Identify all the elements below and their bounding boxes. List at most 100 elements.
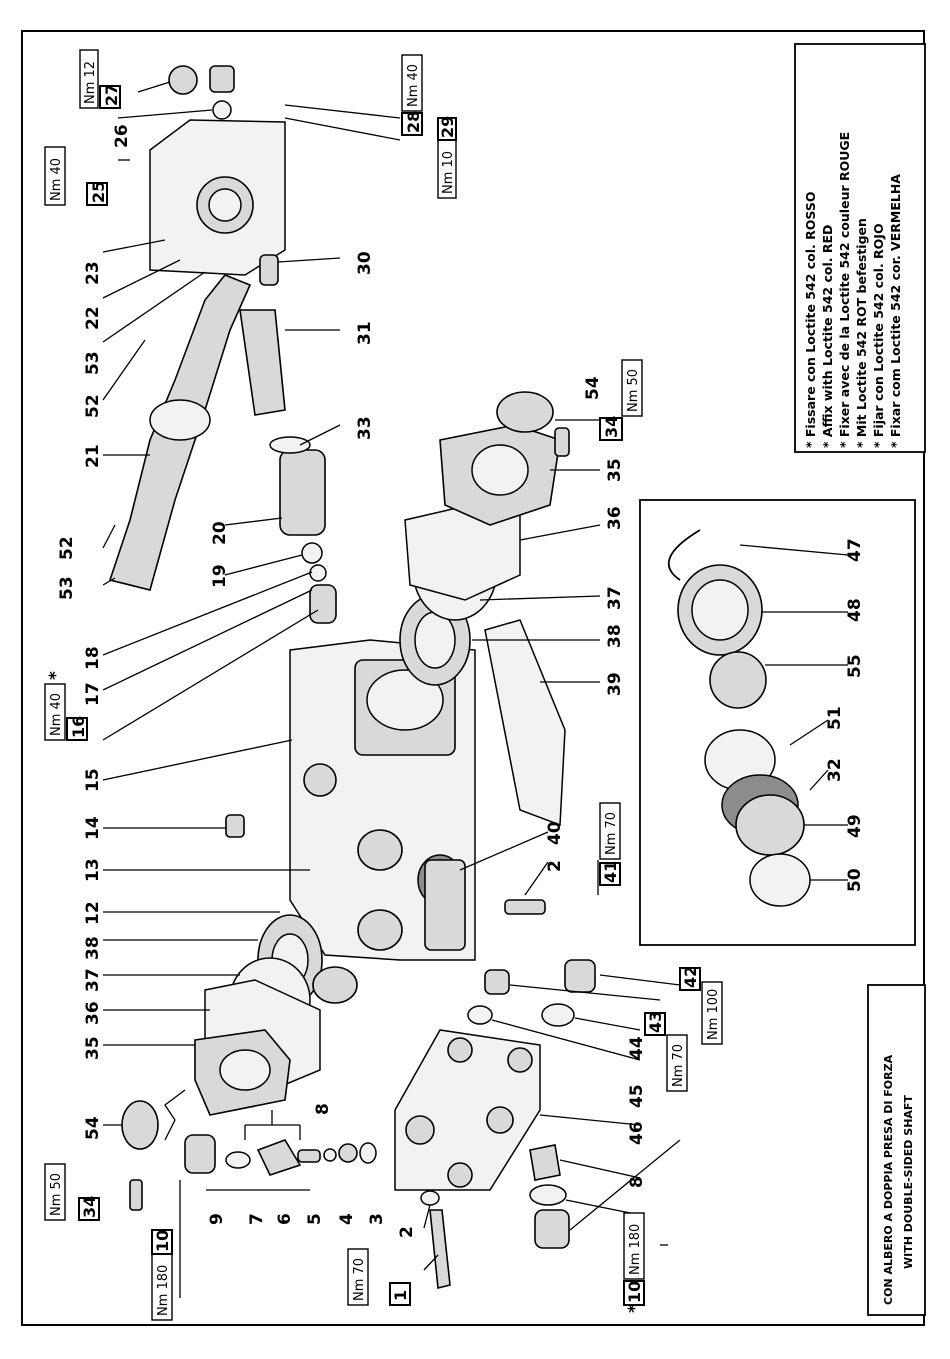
label-30: 30 <box>355 251 375 275</box>
torque-42: Nm 100 <box>706 989 721 1040</box>
bolt-41-part <box>504 899 546 915</box>
housing-bore <box>366 669 444 731</box>
part-box-16: 16 <box>69 716 88 738</box>
stud-1-part <box>429 1209 451 1290</box>
callout-34-left: Nm 50 34 <box>44 1163 100 1221</box>
caption-box: CON ALBERO A DOPPIA PRESA DI FORZA WITH … <box>867 984 926 1316</box>
crank-throw <box>149 399 211 441</box>
ring-19-part <box>301 542 323 564</box>
torque-34-left: Nm 50 <box>49 1173 64 1216</box>
torque-25: Nm 40 <box>49 158 64 201</box>
note-line-6: * Fixar com Loctite 542 cor. VERMELHA <box>888 174 903 448</box>
label-33: 33 <box>355 416 375 440</box>
torque-28: Nm 40 <box>406 64 421 107</box>
note-line-1: * Fissare con Loctite 542 col. ROSSO <box>803 192 818 448</box>
torque-29: Nm 10 <box>441 151 456 194</box>
oring-9-left-part <box>225 1151 251 1169</box>
flange-35-right-bore <box>471 444 529 496</box>
torque-27: Nm 12 <box>83 61 98 104</box>
oil-sight-glass <box>303 763 337 797</box>
oring-9-right-part <box>529 1184 567 1206</box>
torque-callouts: Nm 12 27 28 Nm 40 Nm 10 29 Nm 40 25 <box>44 49 723 1321</box>
seal-54-right-part <box>496 391 554 433</box>
label-39: 39 <box>605 672 625 696</box>
label-23: 23 <box>83 261 103 285</box>
cylinder-bore-2 <box>357 909 403 951</box>
part-box-42: 42 <box>681 966 700 988</box>
valve-7-part <box>256 1139 302 1176</box>
plug-10-right-part <box>534 1209 570 1249</box>
callout-29: Nm 10 29 <box>437 116 457 199</box>
label-35-right: 35 <box>605 458 625 482</box>
ring-18-part <box>309 564 327 582</box>
torque-1: Nm 70 <box>352 1258 367 1301</box>
label-38-left: 38 <box>83 936 103 960</box>
washer-5-part <box>323 1148 337 1162</box>
part-box-25: 25 <box>89 181 108 203</box>
callout-16: Nm 40 * 16 <box>44 671 88 741</box>
seal-near-housing-part <box>312 966 358 1004</box>
note-line-4: * Mit Loctite 542 ROT befestigen <box>854 218 869 448</box>
label-37-left: 37 <box>83 968 103 992</box>
label-22: 22 <box>83 306 103 330</box>
label-52-top: 52 <box>83 394 103 418</box>
dipstick-14-part <box>225 814 245 838</box>
note-line-5: * Fijar con Loctite 542 col. ROJO <box>871 223 886 448</box>
label-53-top: 53 <box>83 351 103 375</box>
plug-27-part <box>168 65 198 95</box>
head-port-2 <box>507 1047 533 1073</box>
callout-27: Nm 12 27 <box>79 49 121 109</box>
plug-43-part <box>484 969 510 995</box>
plunger-rod <box>424 859 466 951</box>
spring-6-part <box>297 1149 321 1163</box>
label-36-right: 36 <box>605 506 625 530</box>
washer-2-part <box>420 1190 440 1206</box>
part-box-1: 1 <box>391 1290 410 1301</box>
label-18: 18 <box>83 646 103 670</box>
label-55: 55 <box>845 654 865 678</box>
label-6: 6 <box>275 1213 295 1225</box>
label-36-left: 36 <box>83 1001 103 1025</box>
screw-34-right-part <box>554 427 570 457</box>
part-box-41: 41 <box>601 861 620 883</box>
label-26: 26 <box>112 124 132 148</box>
callout-10-right: * 10 Nm 180 <box>623 1212 645 1313</box>
seal-54-left-part <box>121 1100 159 1150</box>
part-labels: 26 23 22 53 52 21 52 53 20 19 18 17 30 3… <box>57 124 865 1238</box>
label-49: 49 <box>845 814 865 838</box>
washer-44-part <box>541 1003 575 1027</box>
drawing-frame <box>21 30 925 1326</box>
oring-3-part <box>359 1142 377 1164</box>
torque-10-left: Nm 180 <box>156 1265 171 1316</box>
head-port-5 <box>486 1106 514 1134</box>
bearing-38-right-bore <box>414 611 456 669</box>
label-31: 31 <box>355 321 375 345</box>
label-54-right: 54 <box>583 376 603 400</box>
seat-4-part <box>338 1143 358 1163</box>
label-9-left: 9 <box>207 1213 227 1225</box>
piston-guide-20-part <box>279 449 326 536</box>
label-32: 32 <box>825 758 845 782</box>
cylinder-bore-1 <box>357 829 403 871</box>
label-12: 12 <box>83 901 103 925</box>
part-box-27: 27 <box>102 84 121 106</box>
bracket-8-left <box>244 1110 301 1140</box>
part-box-34-left: 34 <box>80 1196 99 1218</box>
part-box-43: 43 <box>646 1011 665 1033</box>
pin-30-part <box>259 254 279 286</box>
label-14: 14 <box>83 816 103 840</box>
callout-28: 28 Nm 40 <box>401 54 423 136</box>
callout-34-right: 34 Nm 50 <box>599 359 643 441</box>
label-8-left: 8 <box>313 1103 333 1115</box>
pump-head-46-part <box>394 1029 541 1191</box>
label-51: 51 <box>825 706 845 730</box>
torque-43: Nm 70 <box>671 1044 686 1087</box>
plug-16-part <box>309 584 337 624</box>
part-box-10-right: 10 <box>625 1281 644 1303</box>
callout-25: Nm 40 25 <box>44 146 108 206</box>
torque-34-right: Nm 50 <box>626 369 641 412</box>
part-box-34-right: 34 <box>602 416 621 438</box>
label-50: 50 <box>845 868 865 892</box>
label-54-left: 54 <box>83 1116 103 1140</box>
part-box-29: 29 <box>438 116 457 138</box>
